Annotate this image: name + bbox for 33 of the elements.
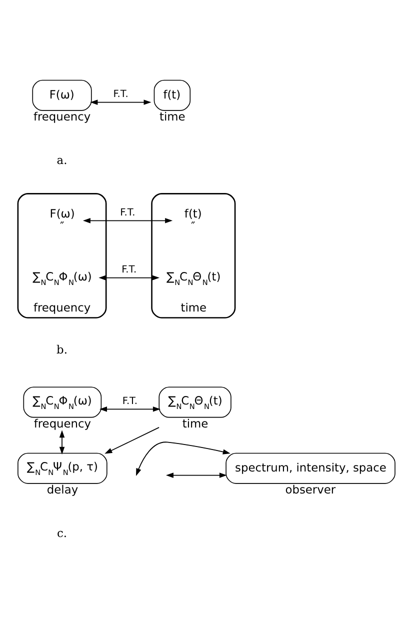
node-label: time bbox=[180, 300, 207, 314]
arrow bbox=[99, 406, 160, 412]
arrow bbox=[59, 430, 65, 454]
node-box: ∑$_{N}$C$_{N}$Θ$_{N}$(t) bbox=[158, 386, 232, 418]
arrow bbox=[136, 441, 230, 476]
node-box: ∑$_{N}$C$_{N}$Φ$_{N}$(ω) bbox=[23, 386, 102, 418]
arrow bbox=[104, 426, 160, 454]
arrow bbox=[90, 99, 152, 104]
node-box: spectrum, intensity, space bbox=[226, 452, 396, 484]
label: c. bbox=[57, 526, 68, 540]
arrow bbox=[98, 274, 160, 280]
node-box: ∑$_{N}$C$_{N}$Ψ$_{N}$(p, τ) bbox=[18, 452, 108, 484]
label: b. bbox=[56, 342, 68, 356]
node-label: time bbox=[182, 416, 208, 430]
node-text: ∑$_{N}$C$_{N}$Θ$_{N}$(t) bbox=[166, 268, 221, 286]
edge-label: F.T. bbox=[113, 88, 128, 100]
node-text: f(t) ″ bbox=[184, 206, 202, 232]
node-label: frequency bbox=[33, 300, 91, 314]
edge-label: F.T. bbox=[120, 206, 136, 218]
node-text: F(ω) ″ bbox=[50, 206, 75, 232]
edge-label: F.T. bbox=[122, 395, 138, 406]
node-label: time bbox=[160, 108, 186, 123]
arrow bbox=[82, 218, 173, 223]
label: a. bbox=[56, 152, 68, 167]
node-label: observer bbox=[285, 482, 336, 496]
node-box: F(ω) bbox=[32, 79, 92, 110]
node-label: frequency bbox=[33, 108, 91, 123]
node-box: f(t) bbox=[154, 79, 191, 110]
edge-label: F.T. bbox=[122, 264, 137, 276]
arrow bbox=[166, 472, 227, 478]
node-label: delay bbox=[46, 482, 78, 496]
node-text: ∑$_{N}$C$_{N}$Φ$_{N}$(ω) bbox=[32, 268, 92, 286]
node-label: frequency bbox=[34, 416, 92, 430]
